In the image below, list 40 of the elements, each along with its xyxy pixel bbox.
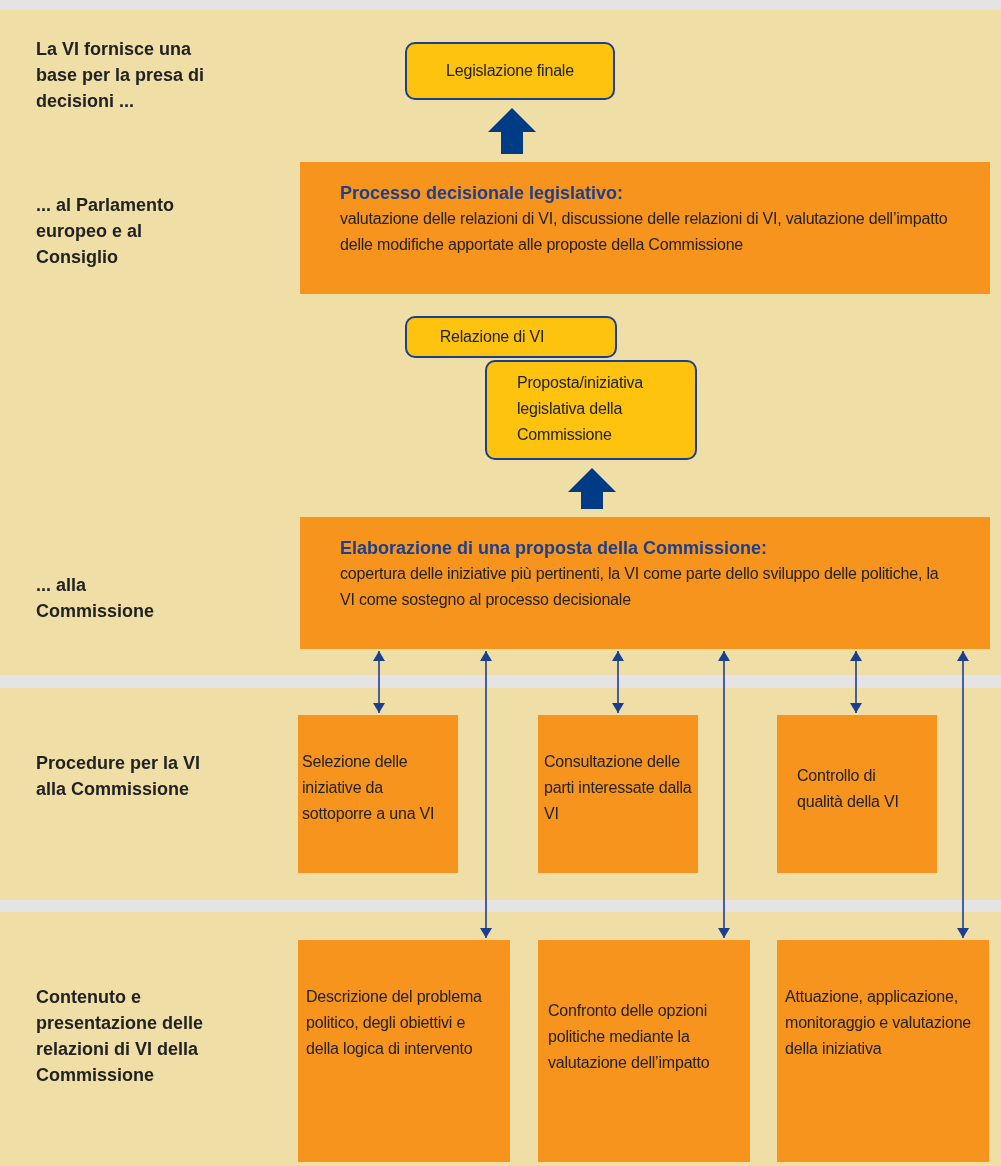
box-text: copertura delle iniziative più pertinenti, la VI come parte dello sviluppo delle politiche, la VI come sostegno al processo decisionale (340, 564, 940, 610)
box-text: Proposta/iniziativa legislativa della Commissione (517, 373, 645, 445)
side-label: ... al Parlamento europeo e al Consiglio (36, 194, 176, 269)
box-text: Confronto delle opzioni politiche mediante la valutazione dell’impatto (548, 1001, 711, 1073)
side-label: Procedure per la VI alla Commissione (36, 752, 202, 801)
box-text: Legislazione finale (445, 61, 575, 81)
box-heading: Processo decisionale legislativo: (340, 182, 625, 205)
box-text: Controllo di qualità della VI (797, 766, 900, 812)
block-arrow (568, 468, 616, 509)
box-text: Relazione di VI (438, 327, 546, 347)
double-arrow (957, 650, 969, 939)
rounded-box (405, 316, 617, 358)
panel-band (0, 912, 1001, 1166)
rounded-box (485, 360, 697, 460)
panel-band (0, 10, 1001, 675)
process-box (298, 715, 458, 873)
box-text: Attuazione, applicazione, monitoraggio e valutazione della iniziativa (785, 987, 973, 1059)
process-box (298, 940, 510, 1162)
process-box (777, 715, 937, 873)
double-arrow (850, 650, 862, 714)
double-arrow (612, 650, 624, 714)
box-text: Selezione delle iniziative da sottoporre a una VI (302, 752, 436, 824)
side-label: Contenuto e presentazione delle relazioni di VI della Commissione (36, 986, 205, 1087)
panel-band (0, 688, 1001, 900)
box-text: valutazione delle relazioni di VI, discussione delle relazioni di VI, valutazione dell’impatto delle modifiche apportate alle proposte della Commissione (340, 209, 949, 255)
double-arrow (718, 650, 730, 939)
box-text: Consultazione delle parti interessate dalla VI (544, 752, 692, 824)
double-arrow (373, 650, 385, 714)
box-text: Descrizione del problema politico, degli obiettivi e della logica di intervento (306, 987, 483, 1059)
process-box (300, 162, 990, 294)
rounded-box (405, 42, 615, 100)
box-heading: Elaborazione di una proposta della Commissione: (340, 537, 769, 560)
block-arrow (488, 108, 536, 154)
process-box (777, 940, 989, 1162)
process-box (538, 940, 750, 1162)
process-box (300, 517, 990, 649)
process-box (538, 715, 698, 873)
side-label: ... alla Commissione (36, 574, 156, 623)
double-arrow (480, 650, 492, 939)
side-label: La VI fornisce una base per la presa di decisioni ... (36, 38, 206, 113)
